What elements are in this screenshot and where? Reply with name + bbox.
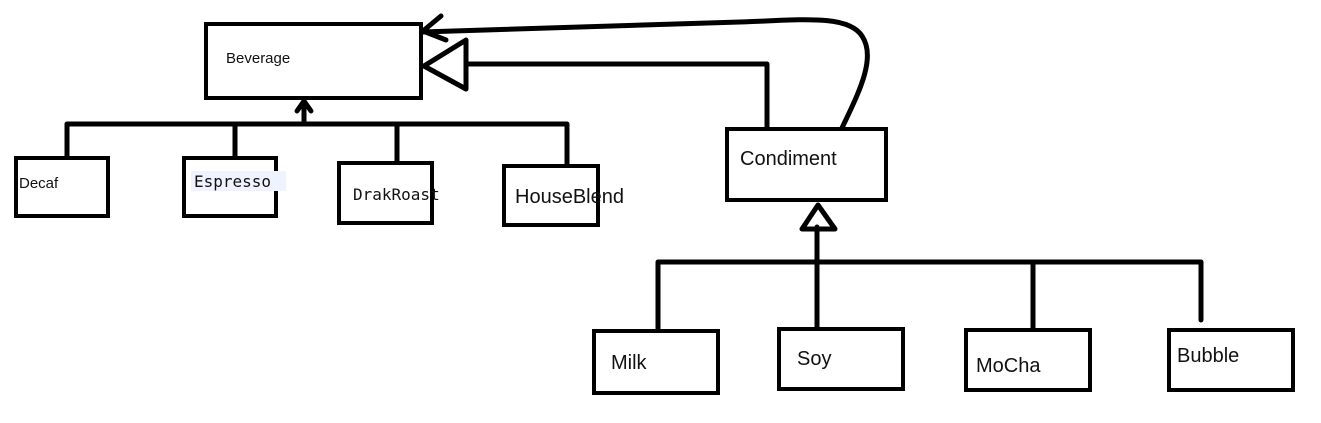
- soy-box: [777, 327, 905, 391]
- condiment-tree-bus: [655, 259, 1204, 333]
- bubble-class: Bubble: [1167, 328, 1295, 392]
- espresso-class: Espresso: [182, 156, 286, 218]
- decaf-class: Decaf: [14, 156, 110, 218]
- drakroast-class: DrakRoast: [337, 161, 440, 225]
- condiment-to-beverage-association: [419, 17, 870, 131]
- decaf-box: [14, 156, 110, 218]
- condiment-label: Condiment: [740, 148, 837, 170]
- beverage-tree-bus: [64, 121, 570, 169]
- soy-label: Soy: [797, 348, 831, 370]
- bubble-box: [1167, 328, 1295, 392]
- drakroast-box: [337, 161, 434, 225]
- condiment-box: [725, 127, 888, 202]
- beverage-label: Beverage: [226, 50, 290, 67]
- espresso-label: Espresso: [194, 172, 271, 191]
- drakroast-label: DrakRoast: [353, 185, 440, 204]
- milk-box: [592, 329, 720, 395]
- houseblend-label: HouseBlend: [515, 186, 624, 208]
- soy-class: Soy: [777, 327, 905, 391]
- mocha-label: MoCha: [976, 355, 1041, 377]
- condiment-to-beverage-line: [463, 61, 770, 131]
- beverage-inheritance-arrowhead: [294, 98, 314, 114]
- milk-class: Milk: [592, 329, 720, 395]
- condiment-class: Condiment: [725, 127, 888, 202]
- houseblend-class: HouseBlend: [502, 164, 624, 227]
- condiment-inheritance-arrowhead: [799, 202, 838, 232]
- mocha-class: MoCha: [964, 328, 1092, 392]
- edges: [64, 13, 1204, 333]
- beverage-class: Beverage: [204, 22, 423, 100]
- bubble-label: Bubble: [1177, 345, 1239, 367]
- decaf-label: Decaf: [19, 175, 59, 192]
- condiment-extends-arrowhead: [421, 37, 469, 92]
- beverage-box: [204, 22, 423, 100]
- mocha-box: [964, 328, 1092, 392]
- espresso-highlight: [191, 171, 286, 191]
- houseblend-box: [502, 164, 600, 227]
- milk-label: Milk: [611, 352, 648, 374]
- association-arrowhead: [420, 13, 449, 43]
